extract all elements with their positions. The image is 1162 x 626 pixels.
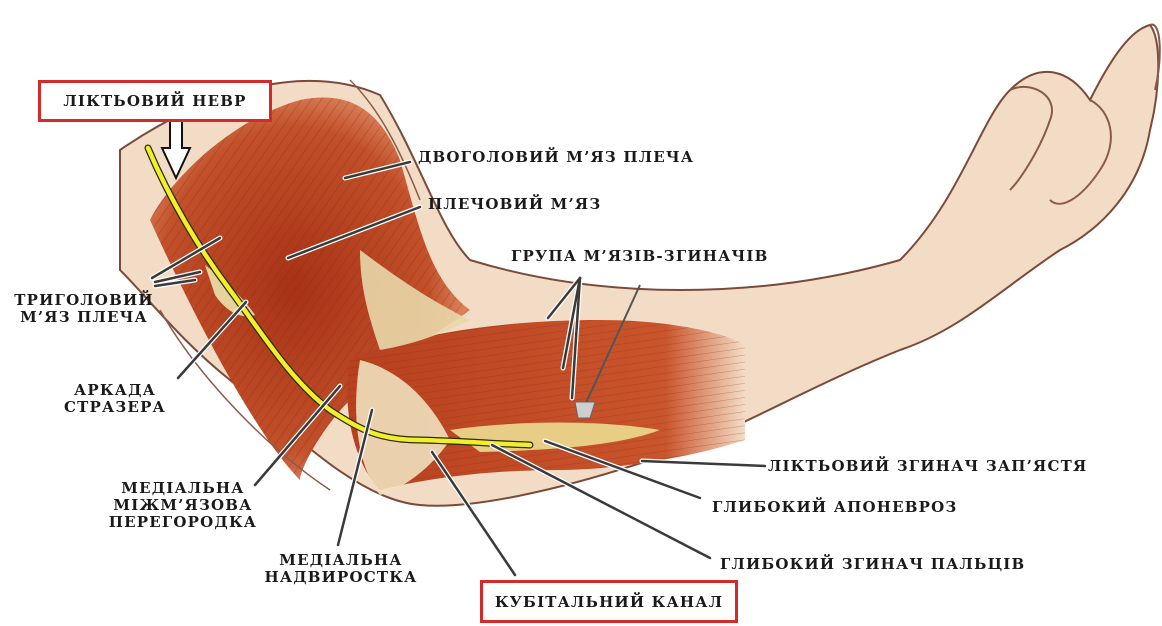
label-struthers-arcade-line-2: СТРАЗЕРА (50, 399, 180, 416)
label-triceps-line-2: М’ЯЗ ПЛЕЧА (4, 309, 164, 326)
label-intermuscular-septum-line-3: ПЕРЕГОРОДКА (98, 514, 268, 531)
label-deep-aponeurosis: ГЛИБОКИЙ АПОНЕВРОЗ (712, 499, 957, 516)
label-flexor-group: ГРУПА М’ЯЗІВ-ЗГИНАЧІВ (511, 248, 769, 265)
label-intermuscular-septum-line-1: МЕДІАЛЬНА (98, 480, 268, 497)
label-triceps-line-1: ТРИГОЛОВИЙ (4, 292, 164, 309)
label-brachialis: ПЛЕЧОВИЙ М’ЯЗ (428, 196, 601, 213)
label-intermuscular-septum-line-2: МІЖМ’ЯЗОВА (98, 497, 268, 514)
label-ulnar-nerve: ЛІКТЬОВИЙ НЕВР (38, 80, 272, 122)
label-intermuscular-septum: МЕДІАЛЬНА МІЖМ’ЯЗОВА ПЕРЕГОРОДКА (98, 480, 268, 531)
label-cubital-tunnel-text: КУБІТАЛЬНИЙ КАНАЛ (495, 593, 723, 611)
label-flexor-carpi-ulnaris: ЛІКТЬОВИЙ ЗГИНАЧ ЗАП’ЯСТЯ (768, 458, 1087, 475)
label-triceps: ТРИГОЛОВИЙ М’ЯЗ ПЛЕЧА (4, 292, 164, 326)
label-ulnar-nerve-text: ЛІКТЬОВИЙ НЕВР (63, 92, 246, 110)
label-biceps: ДВОГОЛОВИЙ М’ЯЗ ПЛЕЧА (418, 149, 694, 166)
label-flexor-digitorum-profundus: ГЛИБОКИЙ ЗГИНАЧ ПАЛЬЦІВ (720, 556, 1025, 573)
label-medial-epicondyle-line-2: НАДВИРОСТКА (256, 569, 426, 586)
label-struthers-arcade-line-1: АРКАДА (50, 382, 180, 399)
label-medial-epicondyle-line-1: МЕДІАЛЬНА (256, 552, 426, 569)
label-medial-epicondyle: МЕДІАЛЬНА НАДВИРОСТКА (256, 552, 426, 586)
label-cubital-tunnel: КУБІТАЛЬНИЙ КАНАЛ (480, 580, 738, 623)
label-struthers-arcade: АРКАДА СТРАЗЕРА (50, 382, 180, 416)
